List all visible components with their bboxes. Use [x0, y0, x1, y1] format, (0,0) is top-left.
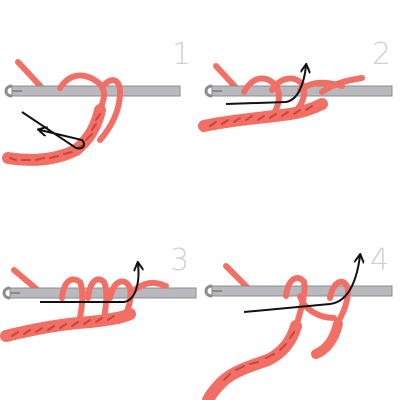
step-2-panel: 2 — [198, 37, 393, 132]
step-4-panel: 4 — [202, 243, 393, 400]
step-4-label: 4 — [370, 243, 389, 278]
loops-on-hook — [59, 276, 86, 321]
step-3-panel: 3 — [0, 243, 197, 342]
arrow-icon — [225, 66, 306, 105]
arrow-icon — [40, 264, 138, 303]
chain-stitches — [202, 320, 302, 400]
loop-on-hook — [57, 72, 108, 113]
working-yarn — [97, 77, 123, 143]
step-1-panel: 1 — [2, 37, 191, 166]
chain-stitches — [198, 98, 328, 132]
step-2-label: 2 — [372, 37, 391, 72]
crochet-hook-icon — [4, 84, 181, 98]
step-3-label: 3 — [170, 243, 189, 278]
crochet-hook-icon — [2, 286, 197, 300]
arrow-icon — [21, 111, 85, 150]
arrow-icon — [243, 256, 360, 313]
loops-on-hook — [283, 275, 308, 323]
step-1-label: 1 — [172, 37, 191, 72]
working-yarn — [297, 293, 337, 321]
yarn-tail — [15, 59, 47, 93]
chain-stitches — [2, 104, 106, 166]
